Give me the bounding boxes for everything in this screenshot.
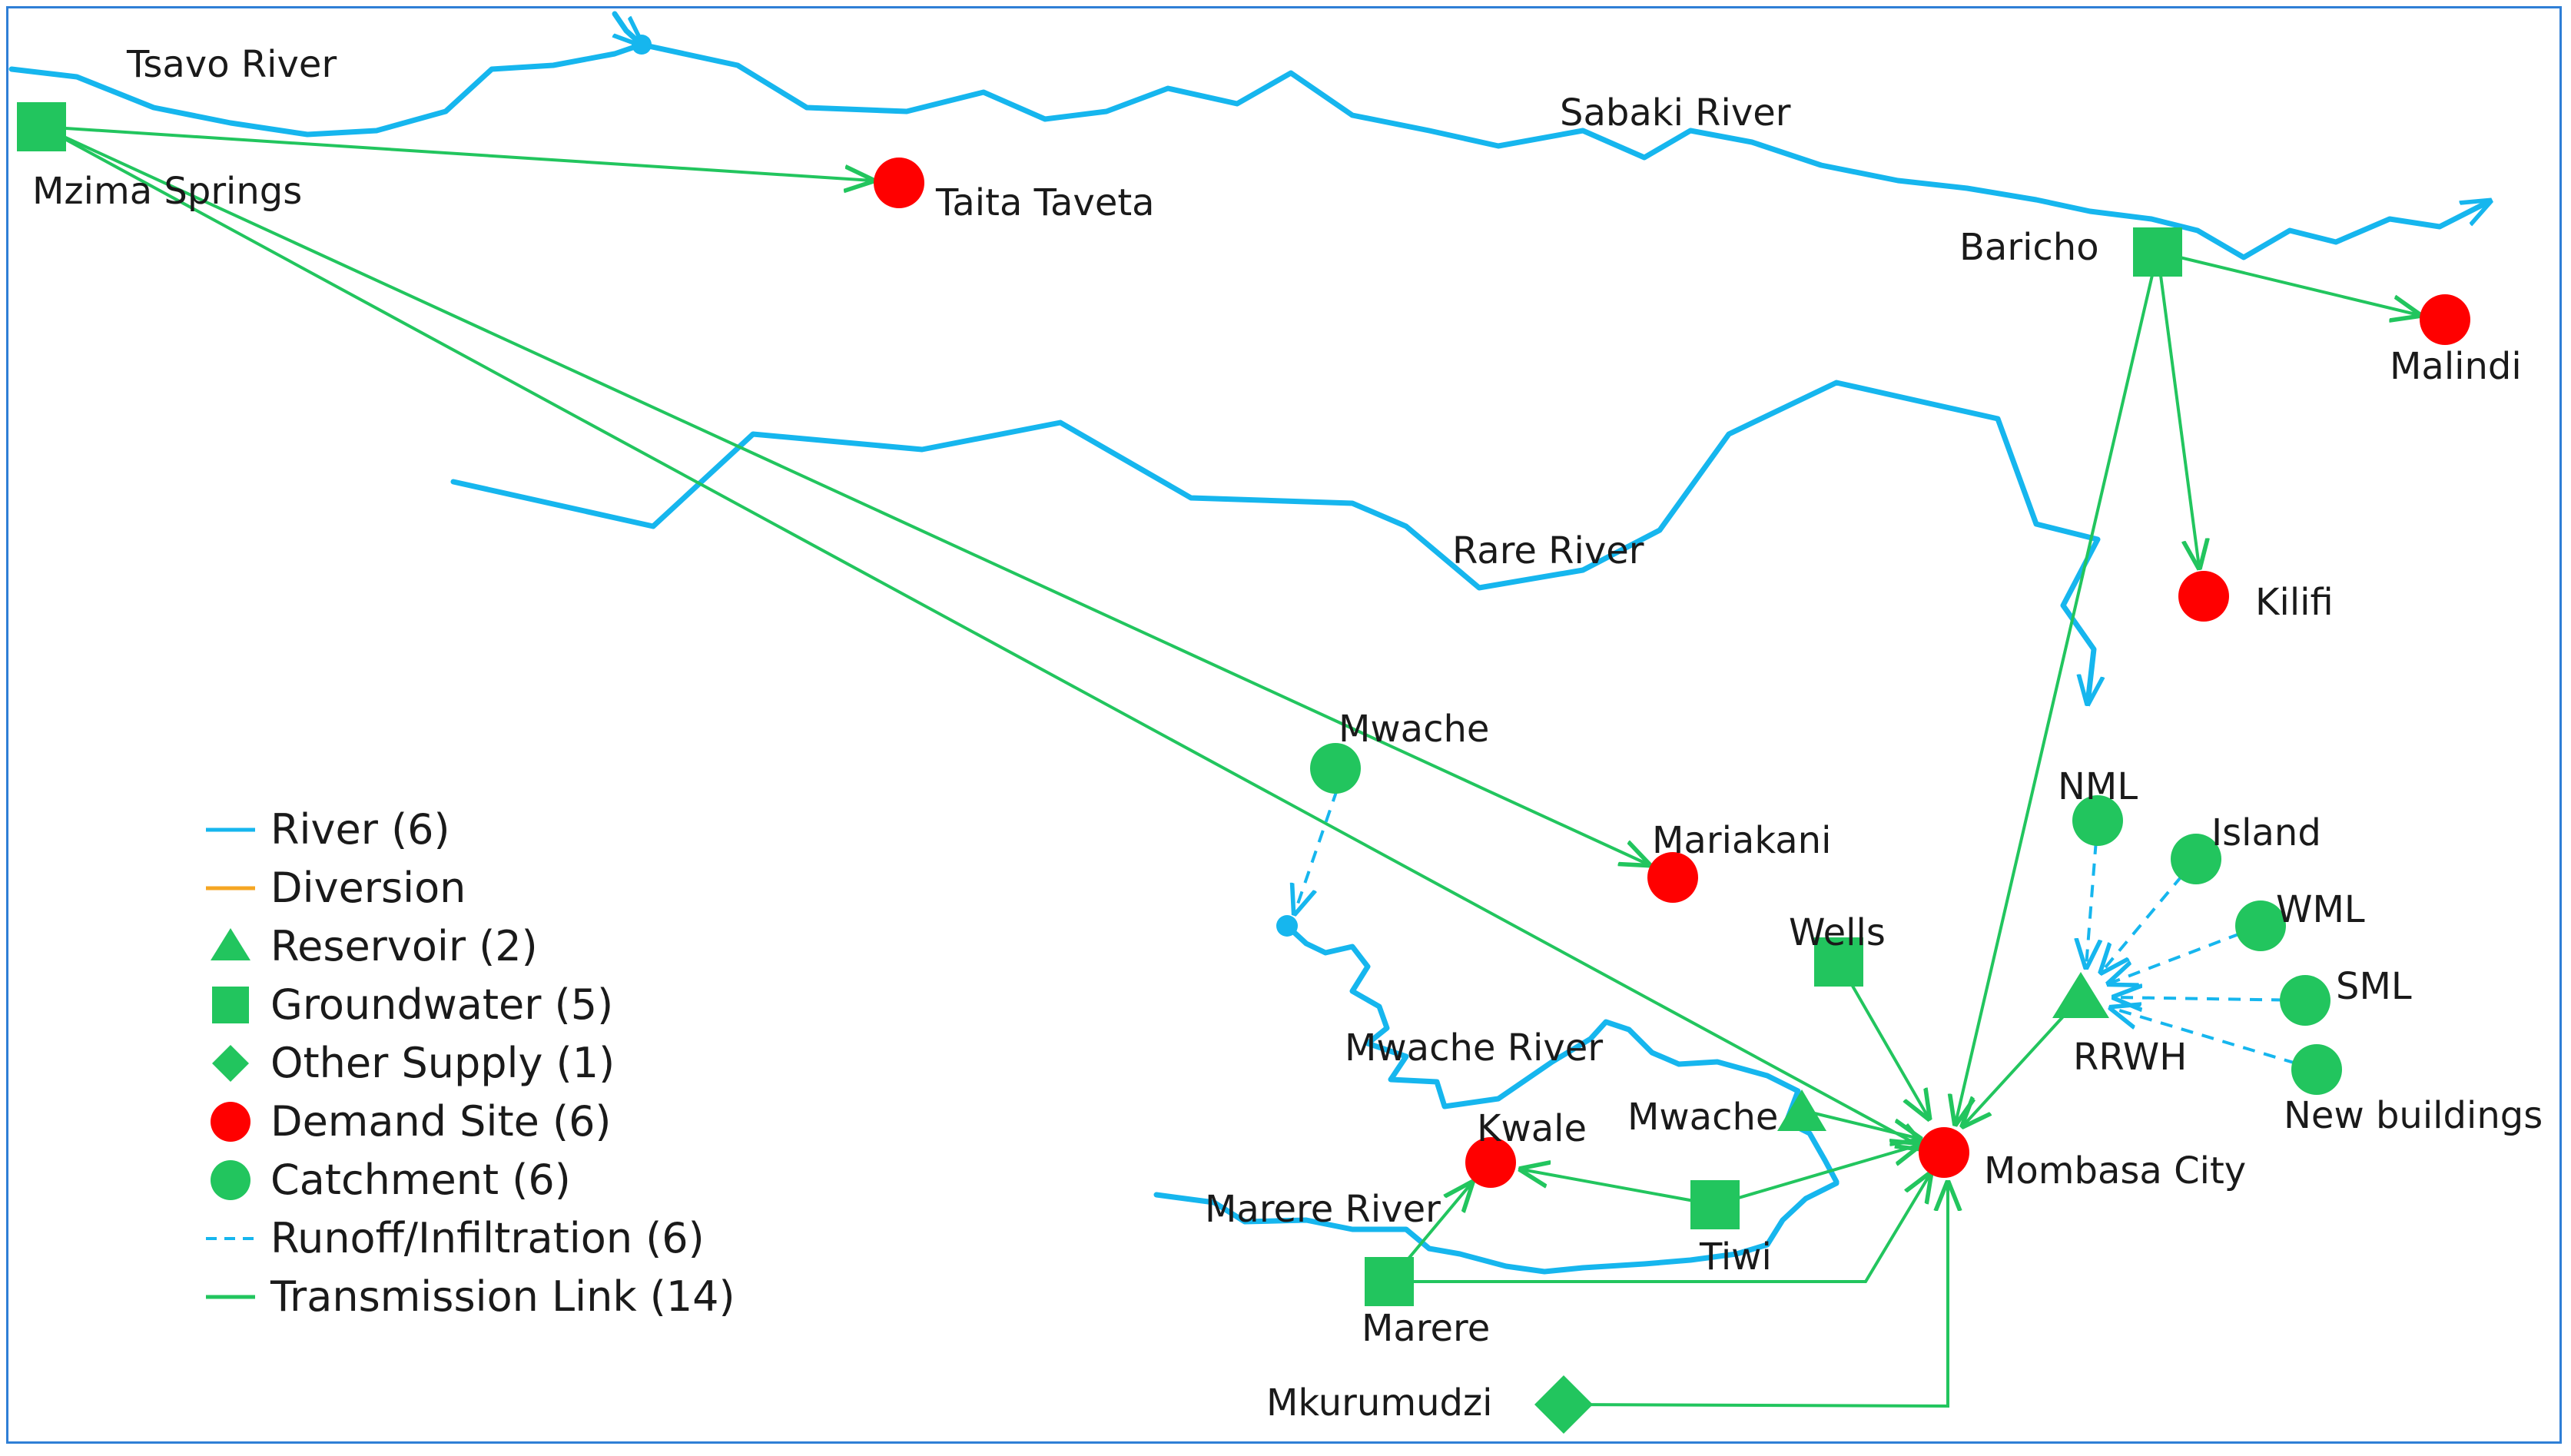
- label-nml: NML: [2058, 765, 2138, 808]
- legend-item-reservoir: Reservoir (2): [270, 922, 538, 970]
- labels: Tsavo River Sabaki River Rare River Mwac…: [32, 43, 2543, 1424]
- legend-item-runoff: Runoff/Infiltration (6): [270, 1214, 705, 1262]
- kwale-demand-icon[interactable]: [1465, 1137, 1516, 1188]
- label-mariakani: Mariakani: [1652, 819, 1831, 862]
- legend: River (6) Diversion Reservoir (2) Ground…: [206, 805, 735, 1321]
- legend-other-supply-diamond-icon: [212, 1045, 249, 1082]
- link-marere-mombasa: [1389, 1174, 1930, 1283]
- runoff-mwache: [1295, 789, 1339, 913]
- label-mwache-river: Mwache River: [1345, 1026, 1603, 1070]
- label-island: Island: [2211, 811, 2321, 854]
- label-sabaki-river: Sabaki River: [1560, 91, 1791, 134]
- label-mombasa-city: Mombasa City: [1984, 1149, 2246, 1192]
- mwache-node-icon: [1276, 915, 1298, 937]
- mariakani-demand-icon[interactable]: [1647, 852, 1698, 903]
- mwache-river-line: [1284, 923, 1840, 1185]
- link-baricho-mombasa: [1956, 251, 2159, 1123]
- label-mkurumudzi: Mkurumudzi: [1266, 1381, 1493, 1424]
- legend-demand-site-icon: [211, 1102, 250, 1142]
- sabaki-river-line: [639, 41, 2490, 260]
- mwache-reservoir-triangle-icon[interactable]: [1777, 1090, 1826, 1131]
- kilifi-demand-icon[interactable]: [2178, 571, 2229, 622]
- rrwh-triangle-icon[interactable]: [2052, 972, 2109, 1018]
- confluence-node-icon: [632, 35, 652, 55]
- legend-item-demand-site: Demand Site (6): [270, 1097, 612, 1146]
- label-mzima-springs: Mzima Springs: [32, 170, 302, 213]
- link-mzima-mariakani: [41, 125, 1648, 864]
- label-kwale: Kwale: [1477, 1107, 1587, 1150]
- mkurumudzi-diamond-icon[interactable]: [1534, 1375, 1593, 1434]
- legend-item-transmission-link: Transmission Link (14): [270, 1272, 735, 1321]
- runoff-sml: [2115, 997, 2306, 1000]
- legend-catchment-icon: [211, 1160, 250, 1200]
- nml-catchment-icon[interactable]: [2072, 795, 2123, 846]
- legend-item-catchment: Catchment (6): [270, 1156, 571, 1204]
- label-malindi: Malindi: [2390, 345, 2522, 388]
- taita-taveta-demand-icon[interactable]: [874, 158, 924, 208]
- link-mzima-taita: [41, 125, 872, 181]
- legend-item-groundwater: Groundwater (5): [270, 980, 613, 1029]
- tsavo-river-line: [8, 41, 645, 138]
- label-baricho: Baricho: [1959, 226, 2099, 269]
- label-mwache-catchment: Mwache: [1339, 708, 1489, 751]
- legend-groundwater-square-icon: [212, 987, 249, 1023]
- rare-river-line: [450, 380, 2098, 703]
- new-buildings-catchment-icon[interactable]: [2291, 1044, 2342, 1095]
- link-mwache-reservoir-mombasa: [1801, 1109, 1919, 1139]
- link-wells-mombasa: [1837, 961, 1929, 1118]
- label-taita-taveta: Taita Taveta: [935, 181, 1155, 224]
- label-marere-river: Marere River: [1205, 1188, 1441, 1231]
- transmission-links: [41, 125, 2419, 1408]
- mwache-catchment-icon[interactable]: [1310, 743, 1361, 794]
- island-catchment-icon[interactable]: [2171, 834, 2221, 884]
- marere-river-line: [1153, 1180, 1840, 1275]
- nodes: [17, 102, 2470, 1434]
- baricho-square-icon[interactable]: [2133, 227, 2182, 277]
- legend-reservoir-triangle-icon: [211, 928, 250, 960]
- legend-item-river: River (6): [270, 805, 450, 854]
- label-mwache-reservoir: Mwache: [1627, 1096, 1778, 1139]
- link-tiwi-kwale: [1521, 1169, 1716, 1206]
- mzima-springs-square-icon[interactable]: [17, 102, 66, 151]
- label-new-buildings: New buildings: [2284, 1094, 2543, 1137]
- label-tiwi: Tiwi: [1699, 1235, 1772, 1279]
- legend-item-diversion: Diversion: [270, 864, 466, 912]
- wml-catchment-icon[interactable]: [2235, 900, 2286, 951]
- link-baricho-kilifi: [2156, 251, 2199, 567]
- label-wells: Wells: [1789, 911, 1886, 954]
- label-wml: WML: [2276, 888, 2365, 931]
- link-mzima-mombasa: [41, 125, 1925, 1149]
- label-rare-river: Rare River: [1452, 529, 1644, 572]
- mombasa-city-demand-icon[interactable]: [1919, 1127, 1969, 1178]
- wells-square-icon[interactable]: [1814, 937, 1863, 987]
- runoff-new-buildings: [2112, 1008, 2317, 1071]
- link-rrwh-mombasa: [1963, 996, 2082, 1126]
- label-kilifi: Kilifi: [2255, 581, 2334, 624]
- label-marere: Marere: [1362, 1307, 1490, 1350]
- rivers: [8, 11, 2490, 1275]
- label-rrwh: RRWH: [2073, 1036, 2187, 1079]
- label-sml: SML: [2336, 965, 2412, 1008]
- link-tiwi-mombasa: [1714, 1145, 1919, 1206]
- tiwi-square-icon[interactable]: [1690, 1180, 1740, 1229]
- legend-item-other-supply: Other Supply (1): [270, 1039, 615, 1087]
- marere-square-icon[interactable]: [1365, 1257, 1414, 1306]
- malindi-demand-icon[interactable]: [2420, 294, 2470, 345]
- runoff-wml: [2109, 924, 2261, 983]
- link-mkurumudzi-mombasa: [1563, 1183, 1948, 1408]
- sml-catchment-icon[interactable]: [2280, 975, 2330, 1026]
- label-tsavo-river: Tsavo River: [126, 43, 337, 86]
- link-baricho-malindi: [2157, 250, 2419, 315]
- map-frame: [6, 6, 2562, 1444]
